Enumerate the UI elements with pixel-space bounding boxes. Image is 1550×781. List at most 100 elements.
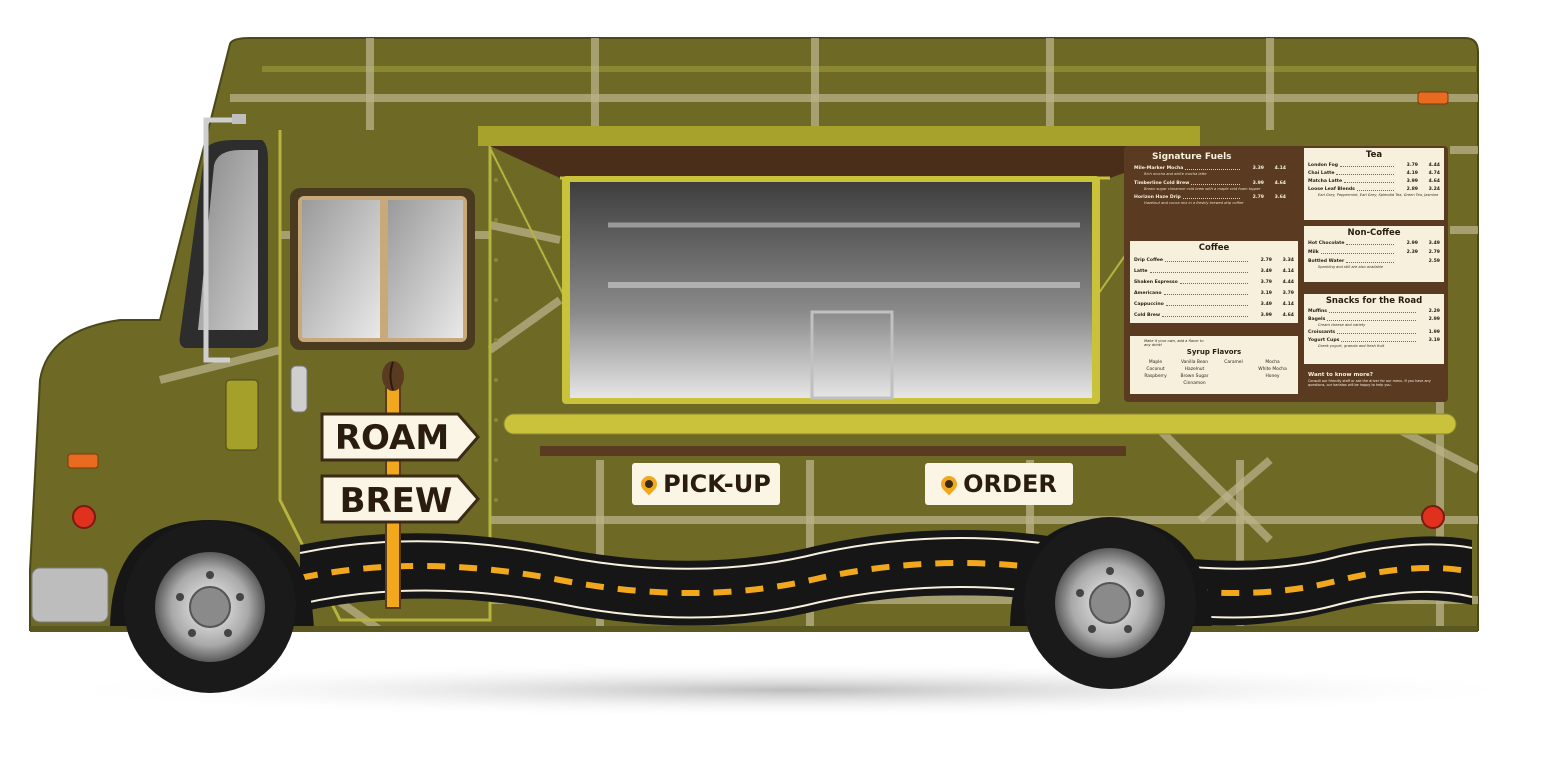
rear-wheel (1024, 517, 1196, 689)
sign-arrow-top (320, 412, 480, 462)
front-wheel (124, 521, 296, 693)
menu-item-leader (1327, 317, 1416, 321)
awning-top (478, 126, 1200, 146)
menu-item-name: Timberline Cold Brew (1134, 180, 1190, 186)
coffee-title: Coffee (1198, 243, 1230, 253)
roof-marker-light (1417, 91, 1449, 105)
menu-item-row: Chai Latte 4.19 4.74 (1304, 171, 1444, 177)
menu-item-price-large: 2.99 (1428, 317, 1440, 322)
menu-item-leader (1179, 280, 1248, 284)
menu-item-price-large: 2.79 (1428, 250, 1440, 255)
menu-item-leader (1182, 195, 1240, 200)
menu-item-price-large: 4.14 (1282, 302, 1294, 307)
menu-item-row: Cold Brew 3.99 4.64 (1130, 313, 1298, 319)
reflector-rear (1421, 505, 1445, 529)
menu-item-price-large: 1.99 (1428, 329, 1440, 335)
syrup-flavor (1214, 366, 1253, 373)
menu-item-name: London Fog (1308, 163, 1339, 168)
menu-item-leader (1165, 302, 1248, 306)
syrup-flavor: Mocha (1265, 359, 1280, 365)
menu-item-leader (1165, 258, 1248, 262)
menu-item-name: Shaken Espresso (1134, 280, 1178, 285)
menu-item-description: Rich mocha and white mocha latte (1144, 172, 1207, 176)
menu-item-leader (1341, 338, 1416, 342)
syrup-flavor: Brown Sugar Cinnamon (1180, 373, 1209, 386)
menu-item-name: Mile-Marker Mocha (1134, 166, 1184, 171)
menu-item-name: Cold Brew (1134, 313, 1161, 318)
menu-item-description: Cream cheese and variety (1318, 323, 1366, 327)
order-sign[interactable]: ORDER (925, 463, 1073, 505)
menu-item-price-large: 4.14 (1282, 269, 1294, 274)
menu-item-price-large: 3.49 (1428, 241, 1440, 246)
menu-item-name: Chai Latte (1308, 171, 1335, 176)
signature-title: Signature Fuels (1152, 152, 1232, 162)
serving-window-interior (570, 182, 1092, 398)
mirror-mount (232, 114, 246, 124)
menu-item-price-large: 3.79 (1282, 291, 1294, 296)
snacks-title: Snacks for the Road (1325, 296, 1423, 306)
menu-item-leader (1185, 166, 1240, 170)
menu-item-price-large: 3.64 (1274, 195, 1286, 201)
tea-title: Tea (1365, 150, 1383, 160)
menu-item-leader (1163, 291, 1248, 295)
door-outline (278, 130, 492, 622)
menu-item-name: Croissants (1308, 329, 1336, 335)
menu-item-description: Brown sugar cinnamon cold brew with a ma… (1144, 186, 1261, 191)
menu-know-more-panel: Want to know more? Consult our friendly … (1304, 368, 1444, 396)
menu-item-price-small: 3.79 (1406, 163, 1418, 168)
menu-item-price-large: 2.59 (1428, 259, 1440, 264)
syrup-flavor (1214, 373, 1253, 387)
syrup-flavor: Coconut (1146, 366, 1165, 372)
menu-item-leader (1191, 181, 1240, 185)
door-window-right (388, 200, 463, 338)
counter-shelf (503, 413, 1457, 435)
menu-item-price-small: 3.99 (1260, 313, 1272, 318)
syrup-flavor: White Mocha (1258, 366, 1287, 372)
pickup-sign[interactable]: PICK-UP (632, 463, 780, 505)
menu-item-name: Matcha Latte (1308, 179, 1343, 184)
syrup-title: Syrup Flavors (1186, 347, 1242, 356)
menu-item-price-small (1396, 259, 1418, 265)
side-marker-front (67, 453, 99, 469)
menu-item-row: Loose Leaf Blends 2.89 3.24 (1304, 187, 1444, 193)
door-window-left (302, 200, 380, 338)
menu-item-price-large: 4.74 (1428, 171, 1440, 176)
menu-item-name: Loose Leaf Blends (1308, 187, 1355, 192)
menu-item-price-large: 4.64 (1282, 313, 1294, 318)
menu-item-price-small: 4.19 (1406, 171, 1418, 176)
menu-item-price-small: 3.19 (1260, 291, 1272, 296)
pickup-label: PICK-UP (663, 470, 771, 498)
menu-item-price-small: 2.79 (1260, 258, 1272, 263)
menu-item-price-large: 3.24 (1428, 187, 1440, 192)
menu-item-price-small: 2.89 (1406, 187, 1418, 192)
syrup-note: Make it your own, add a flavor to any dr… (1144, 339, 1204, 348)
ground-shadow (30, 662, 1550, 718)
menu-item-price-small: 3.99 (1252, 180, 1264, 186)
cab-panel (225, 379, 259, 451)
sign-arrow-bottom (320, 474, 480, 524)
front-bumper (31, 567, 109, 623)
brand-line1: ROAM (335, 418, 449, 458)
menu-item-price-small: 2.79 (1252, 195, 1264, 201)
menu-item-leader (1356, 187, 1394, 191)
coffee-bean-icon (382, 361, 404, 391)
menu-item-name: Drip Coffee (1134, 258, 1164, 263)
menu-syrup-panel: Make it your own, add a flavor to any dr… (1130, 336, 1298, 394)
awning-canopy (490, 146, 1200, 178)
know-more-title: Want to know more? (1308, 372, 1373, 378)
rivets (494, 178, 498, 502)
